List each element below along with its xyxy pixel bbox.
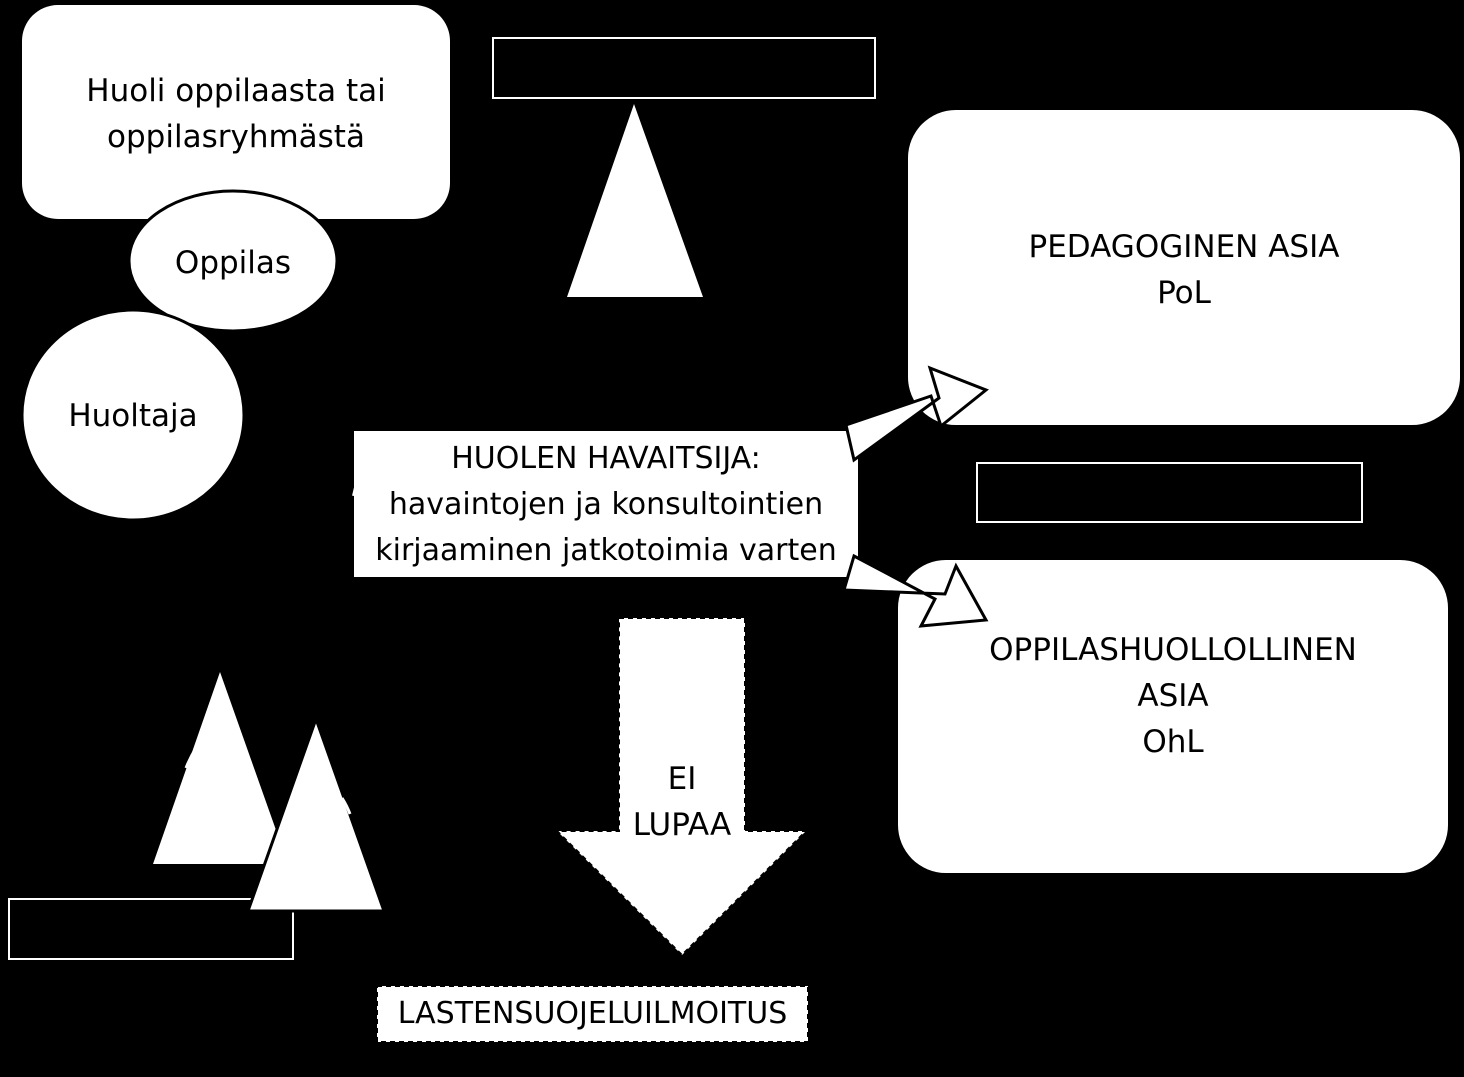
arrow-to-welfare — [842, 553, 989, 628]
bottom-left-empty-box — [8, 898, 294, 960]
triangle-tick-1 — [184, 747, 198, 769]
pedagogical-line-2: PoL — [1157, 275, 1211, 311]
observer-line-1: HUOLEN HAVAITSIJA: — [451, 441, 761, 476]
pedagogical-line-1: PEDAGOGINEN ASIA — [1028, 229, 1340, 265]
welfare-line-3: OhL — [1142, 724, 1204, 760]
top-empty-box — [492, 37, 876, 99]
concern-label: Huoli oppilaasta tai oppilasryhmästä — [22, 68, 450, 160]
guardian-circle — [20, 308, 246, 522]
observer-label: HUOLEN HAVAITSIJA: havaintojen ja konsul… — [354, 436, 858, 574]
welfare-line-2: ASIA — [1137, 678, 1209, 714]
right-empty-box — [976, 462, 1363, 523]
bottom-left-triangle-2 — [245, 714, 387, 913]
pedagogical-label: PEDAGOGINEN ASIA PoL — [908, 224, 1460, 316]
welfare-line-1: OPPILASHUOLLOLLINEN — [989, 632, 1357, 668]
triangle-tick-2 — [340, 797, 352, 815]
observer-box — [354, 431, 858, 577]
no-permission-label: EI LUPAA — [619, 756, 745, 848]
welfare-label: OPPILASHUOLLOLLINEN ASIA OhL — [898, 627, 1448, 765]
no-permission-line-2: LUPAA — [632, 807, 732, 843]
guardian-text: Huoltaja — [68, 398, 198, 434]
no-permission-arrow — [554, 617, 809, 957]
observer-line-2: havaintojen ja konsultointien — [388, 487, 824, 522]
observer-line-3: kirjaaminen jatkotoimia varten — [375, 533, 837, 568]
child-protection-box — [376, 985, 809, 1043]
pupil-label: Oppilas — [129, 240, 337, 286]
no-permission-line-1: EI — [667, 761, 697, 797]
welfare-box — [898, 560, 1448, 873]
child-protection-text: LASTENSUOJELUILMOITUS — [397, 996, 788, 1031]
pedagogical-box — [908, 110, 1460, 425]
observer-hook — [352, 459, 366, 497]
concern-box — [22, 5, 450, 219]
top-triangle — [567, 104, 703, 297]
pupil-text: Oppilas — [174, 245, 292, 281]
concern-line-1: Huoli oppilaasta tai — [86, 73, 386, 109]
child-protection-label: LASTENSUOJELUILMOITUS — [377, 991, 808, 1037]
arrow-to-pedagogical — [844, 365, 989, 463]
pupil-ellipse — [127, 189, 339, 333]
bottom-left-triangle-1 — [153, 672, 288, 864]
concern-line-2: oppilasryhmästä — [107, 119, 365, 155]
guardian-label: Huoltaja — [22, 393, 244, 439]
